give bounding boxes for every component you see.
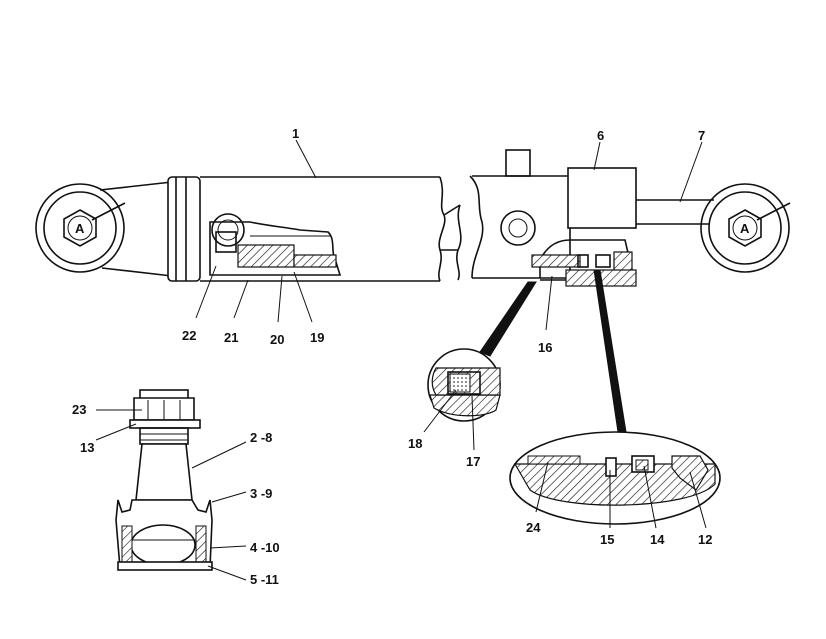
leader-lines	[95, 139, 707, 581]
callout-1: 1	[292, 126, 299, 141]
head-end-body	[469, 149, 714, 287]
callout-19: 19	[310, 330, 324, 345]
valve-assembly	[115, 389, 213, 571]
left-hex-nut-icon: A	[63, 202, 126, 247]
callout-13: 13	[80, 440, 94, 455]
callout-16: 16	[538, 340, 552, 355]
callout-5-11: 5 -11	[250, 572, 279, 587]
detail-view-seal-18-17	[427, 281, 537, 422]
detail-view-seals-24-15-14-12	[509, 269, 721, 525]
callout-15: 15	[600, 532, 614, 547]
left-rod-eye	[35, 180, 173, 280]
callout-24: 24	[526, 520, 541, 535]
callout-22: 22	[182, 328, 196, 343]
callout-23: 23	[72, 402, 86, 417]
callout-14: 14	[650, 532, 665, 547]
callout-7: 7	[698, 128, 705, 143]
callout-labels: 1 6 7 22 21 20 19 16 18 17 23 13 2 -8 3 …	[72, 126, 712, 587]
callout-3-9: 3 -9	[250, 486, 272, 501]
callout-6: 6	[597, 128, 604, 143]
right-hex-nut-icon: A	[728, 202, 791, 247]
callout-20: 20	[270, 332, 284, 347]
callout-12: 12	[698, 532, 712, 547]
callout-4-10: 4 -10	[250, 540, 280, 555]
callout-21: 21	[224, 330, 238, 345]
callout-2-8: 2 -8	[250, 430, 272, 445]
hex-label-right: A	[740, 221, 750, 236]
hex-label-left: A	[75, 221, 85, 236]
cylinder-barrel	[167, 176, 462, 282]
right-rod-eye	[700, 183, 790, 273]
callout-17: 17	[466, 454, 480, 469]
callout-18: 18	[408, 436, 422, 451]
cutaway-piston	[209, 221, 342, 276]
